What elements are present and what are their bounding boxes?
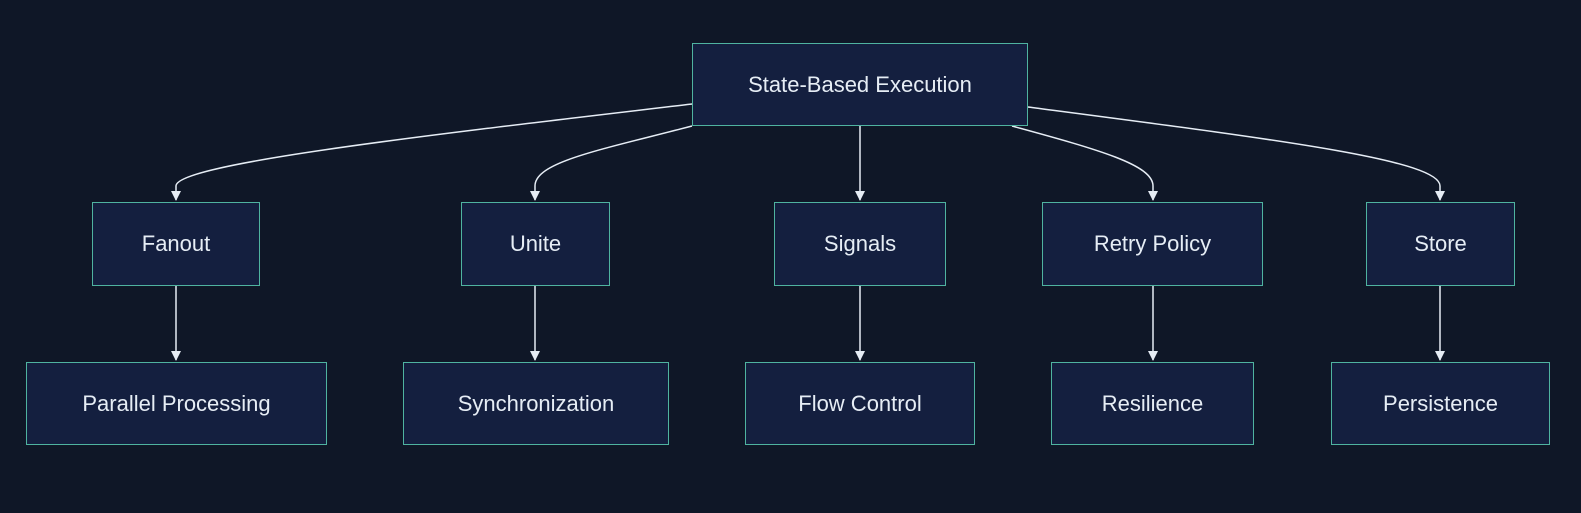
- node-resilience: Resilience: [1051, 362, 1254, 445]
- node-retry-policy: Retry Policy: [1042, 202, 1263, 286]
- node-label: Retry Policy: [1093, 231, 1212, 256]
- node-label: Synchronization: [457, 390, 615, 416]
- node-store: Store: [1366, 202, 1515, 286]
- node-signals: Signals: [774, 202, 946, 286]
- edge-root-to-unite: [530, 125, 693, 201]
- node-synchronization: Synchronization: [403, 362, 669, 445]
- node-flow-control: Flow Control: [745, 362, 975, 445]
- node-label: Persistence: [1383, 390, 1498, 416]
- node-fanout: Fanout: [92, 202, 260, 286]
- node-label: State-Based Execution: [748, 71, 972, 97]
- node-state-based-execution: State-Based Execution: [692, 43, 1028, 126]
- edge-root-to-store: [1027, 106, 1445, 201]
- node-label: Signals: [823, 231, 897, 256]
- node-unite: Unite: [461, 202, 610, 286]
- node-label: Parallel Processing: [82, 390, 271, 416]
- node-label: Unite: [509, 231, 562, 256]
- node-label: Fanout: [141, 231, 211, 256]
- node-label: Resilience: [1101, 390, 1204, 416]
- node-parallel-processing: Parallel Processing: [26, 362, 327, 445]
- edge-root-to-retry-policy: [1011, 125, 1158, 201]
- node-label: Store: [1414, 231, 1467, 256]
- node-label: Flow Control: [798, 390, 922, 416]
- edge-root-to-fanout: [171, 103, 693, 201]
- node-persistence: Persistence: [1331, 362, 1550, 445]
